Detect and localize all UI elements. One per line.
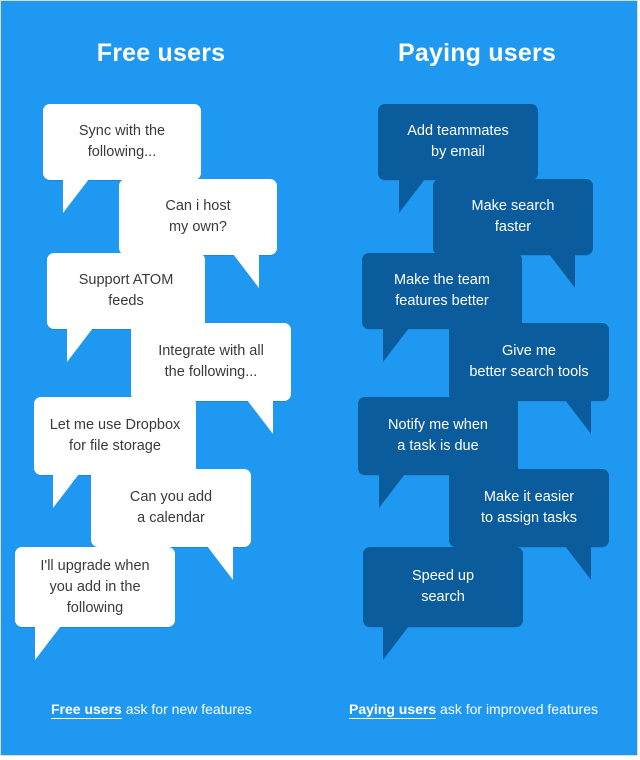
free-request-text: Support ATOM feeds <box>78 272 174 309</box>
free-users-caption-emphasis: Free users <box>51 701 122 719</box>
free-request-text: Can i host my own? <box>165 198 231 235</box>
paying-request-bubble: Notify me when a task is due <box>358 397 518 475</box>
paying-users-caption-rest: ask for improved features <box>436 701 599 717</box>
free-request-bubble: Can you add a calendar <box>91 469 251 547</box>
paying-request-text: Add teammates by email <box>407 123 509 160</box>
free-request-bubble: I'll upgrade when you add in the followi… <box>15 547 175 627</box>
free-request-text: Integrate with all the following... <box>158 343 264 380</box>
free-request-text: Let me use Dropbox for file storage <box>49 417 181 454</box>
paying-request-bubble: Make the team features better <box>362 253 522 329</box>
free-request-text: Can you add a calendar <box>129 489 213 526</box>
paying-request-bubble: Add teammates by email <box>378 104 538 180</box>
paying-request-text: Make it easier to assign tasks <box>481 489 577 526</box>
bubble-tail <box>35 626 61 660</box>
paying-users-title: Paying users <box>397 39 557 67</box>
bubble-tail <box>63 179 89 213</box>
bubble-tail <box>53 474 79 508</box>
bubble-tail <box>399 179 425 213</box>
paying-request-bubble: Make search faster <box>433 179 593 255</box>
free-users-title: Free users <box>96 39 226 67</box>
bubble-tail <box>247 400 273 434</box>
free-request-text: I'll upgrade when you add in the followi… <box>40 557 150 616</box>
bubble-tail <box>549 254 575 288</box>
free-request-bubble: Support ATOM feeds <box>47 253 205 329</box>
bubble-tail <box>565 546 591 580</box>
bubble-tail <box>207 546 233 580</box>
paying-request-text: Make the team features better <box>394 272 490 309</box>
paying-request-text: Make search faster <box>471 198 555 235</box>
paying-request-bubble: Give me better search tools <box>449 323 609 401</box>
free-request-text: Sync with the following... <box>78 123 166 160</box>
paying-request-bubble: Make it easier to assign tasks <box>449 469 609 547</box>
bubble-tail <box>379 474 405 508</box>
bubble-tail <box>565 400 591 434</box>
free-request-bubble: Sync with the following... <box>43 104 201 180</box>
paying-request-text: Speed up search <box>411 568 475 605</box>
bubble-tail <box>67 328 93 362</box>
bubble-tail <box>383 626 409 660</box>
free-request-bubble: Let me use Dropbox for file storage <box>34 397 196 475</box>
paying-request-bubble: Speed up search <box>363 547 523 627</box>
paying-request-text: Give me better search tools <box>469 343 589 380</box>
paying-users-caption-emphasis: Paying users <box>349 701 437 719</box>
free-users-caption: Free users ask for new features <box>51 701 252 719</box>
paying-users-caption: Paying users ask for improved features <box>349 701 599 719</box>
bubble-tail <box>233 254 259 288</box>
free-users-caption-rest: ask for new features <box>121 701 252 717</box>
bubble-tail <box>383 328 409 362</box>
paying-request-text: Notify me when a task is due <box>388 417 488 454</box>
free-request-bubble: Integrate with all the following... <box>131 323 291 401</box>
free-request-bubble: Can i host my own? <box>119 179 277 255</box>
